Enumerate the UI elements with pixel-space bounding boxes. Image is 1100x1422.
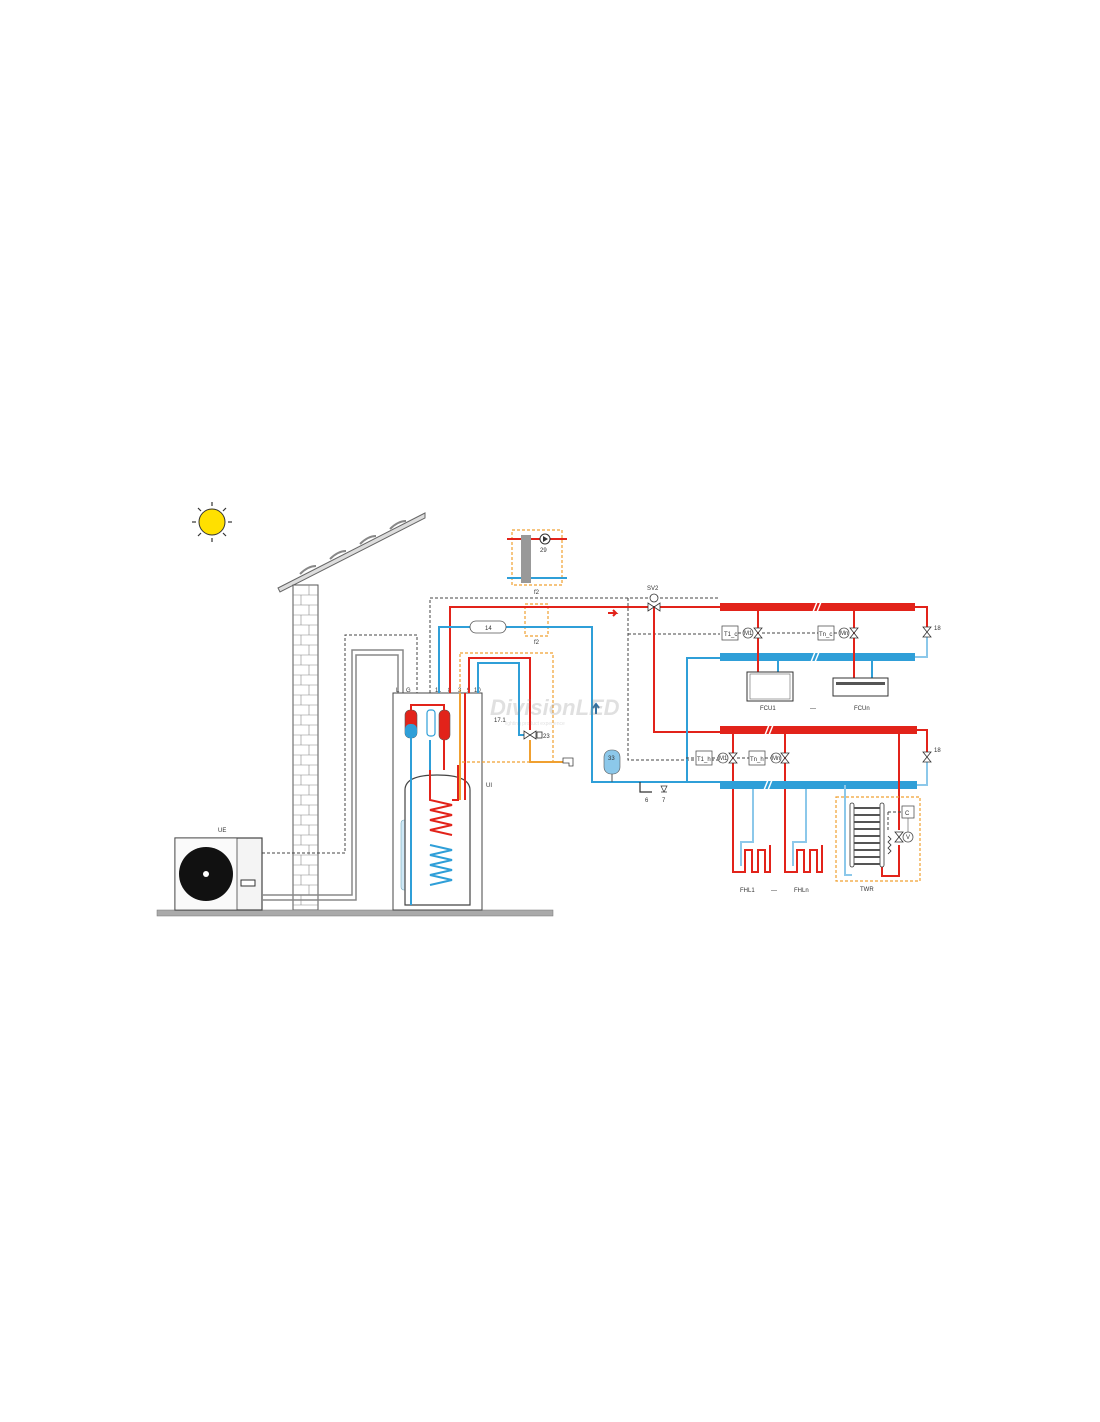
twr-valve-label: V bbox=[906, 835, 910, 841]
mixing-valve-label: 23 bbox=[543, 734, 550, 740]
outdoor-unit: UE bbox=[174, 828, 263, 911]
fcu-supply-header bbox=[720, 603, 915, 611]
svg-text:DivisionLED: DivisionLED bbox=[490, 695, 620, 720]
sv2-label: SV2 bbox=[647, 586, 659, 592]
watermark-logo: DivisionLED lighting product experience bbox=[490, 695, 620, 727]
roof bbox=[277, 512, 426, 593]
flow-arrow-icon bbox=[608, 609, 619, 617]
ground bbox=[156, 909, 554, 917]
fhl1-label: FHL1 bbox=[740, 888, 755, 894]
fcu-separator: — bbox=[810, 706, 816, 712]
pump-module: 29 f2 bbox=[507, 529, 567, 596]
bypass-2-label: 18 bbox=[934, 748, 941, 754]
fhl-supply-header bbox=[720, 726, 917, 734]
indoor-unit: UI bbox=[392, 692, 492, 911]
sun-icon bbox=[192, 502, 232, 542]
fhl-return-header bbox=[720, 781, 917, 789]
m1-c-actuator bbox=[742, 627, 754, 639]
indoor-unit-label: UI bbox=[486, 783, 492, 789]
fill-valve-label: 6 bbox=[645, 798, 649, 804]
fhl-separator: — bbox=[771, 888, 777, 894]
twr-label: TWR bbox=[860, 887, 874, 893]
t1-h-label: T1_h bbox=[697, 757, 711, 763]
fcun-label: FCUn bbox=[854, 706, 870, 712]
terminal-l-label: L bbox=[396, 688, 400, 694]
safety-valve-label: 7 bbox=[662, 798, 666, 804]
bypass-valve-1: 18 bbox=[922, 626, 941, 638]
mn-h-label: Mn bbox=[772, 756, 780, 762]
fcu1-unit bbox=[746, 671, 794, 702]
mn-c-actuator bbox=[838, 627, 850, 639]
f2-top-label: f2 bbox=[534, 590, 540, 596]
safety-valve-icon bbox=[660, 785, 668, 793]
terminal-g-label: G bbox=[406, 688, 411, 694]
fill-valve-icon bbox=[639, 782, 652, 793]
mn-c-label: Mn bbox=[840, 631, 848, 637]
pump-label: 29 bbox=[540, 548, 547, 554]
twr-controller-label: C bbox=[905, 811, 910, 817]
f2-box bbox=[524, 603, 549, 637]
outdoor-unit-label: UE bbox=[218, 828, 226, 834]
bypass-valve-2: 18 bbox=[922, 748, 941, 763]
m1-c-label: M1 bbox=[744, 631, 753, 637]
flow-arrow-up-icon bbox=[592, 702, 600, 714]
brick-wall bbox=[292, 584, 319, 911]
tn-c-label: Tn_c bbox=[819, 632, 832, 638]
valve-icon bbox=[728, 752, 738, 764]
valve-icon bbox=[753, 627, 763, 639]
fcun-unit bbox=[832, 677, 889, 697]
fcu1-label: FCU1 bbox=[760, 706, 776, 712]
expansion-tank: 33 bbox=[603, 749, 621, 782]
svg-text:lighting product experience: lighting product experience bbox=[505, 721, 565, 727]
sensor-label: 17.1 bbox=[494, 718, 506, 724]
towel-radiator: C V TWR bbox=[835, 785, 921, 893]
t1-c-label: T1_c bbox=[724, 632, 737, 638]
f2-mid-label: f2 bbox=[534, 640, 540, 646]
fhl1-loop bbox=[732, 789, 771, 873]
mixing-valve: 23 bbox=[523, 730, 550, 740]
fhln-label: FHLn bbox=[794, 888, 809, 894]
sv2-valve: SV2 bbox=[647, 586, 661, 612]
fhln-loop bbox=[784, 789, 823, 873]
tn-h-label: Tn_h bbox=[750, 757, 764, 763]
dhw-box bbox=[459, 652, 554, 763]
m1-h-label: M1 bbox=[719, 756, 728, 762]
bypass-1-label: 18 bbox=[934, 626, 941, 632]
valve-icon bbox=[780, 752, 790, 764]
buffer-tank bbox=[469, 620, 507, 634]
valve-icon bbox=[849, 627, 859, 639]
tap-icon bbox=[562, 757, 574, 767]
buffer-tank-label: 14 bbox=[485, 626, 492, 632]
expansion-tank-label: 33 bbox=[608, 756, 615, 762]
